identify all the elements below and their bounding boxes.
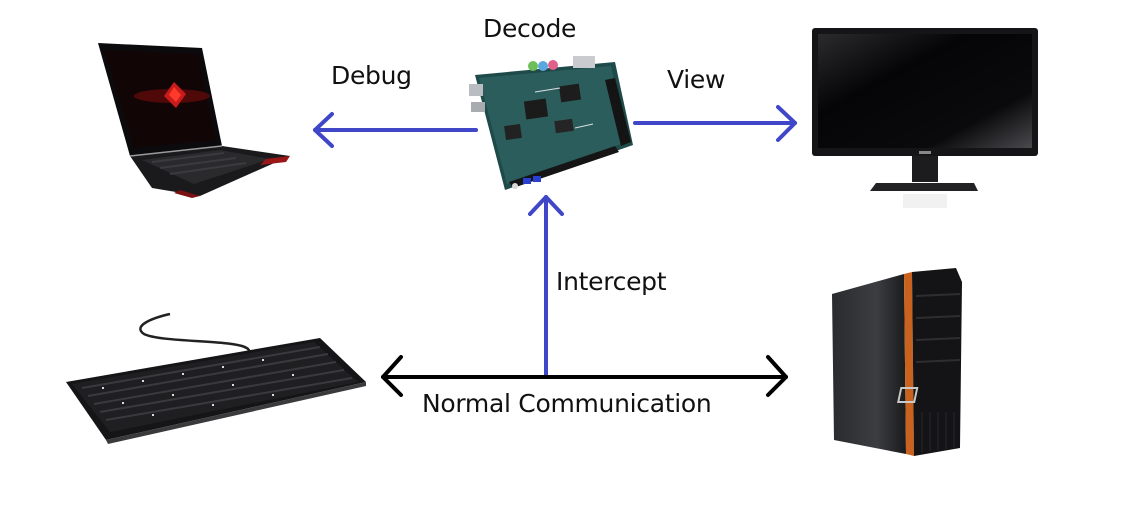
- intercept-label: Intercept: [556, 267, 667, 296]
- decode-label: Decode: [483, 14, 577, 43]
- laptop-icon: [98, 43, 290, 198]
- fpga-board-icon: [469, 56, 633, 190]
- debug-label: Debug: [331, 61, 412, 90]
- normal-communication-label: Normal Communication: [422, 389, 712, 418]
- view-arrow: [633, 105, 797, 142]
- debug-arrow: [313, 112, 478, 148]
- keyboard-icon: [66, 312, 366, 444]
- view-label: View: [667, 65, 726, 94]
- desktop-tower-icon: [832, 268, 962, 456]
- monitor-icon: [812, 28, 1038, 208]
